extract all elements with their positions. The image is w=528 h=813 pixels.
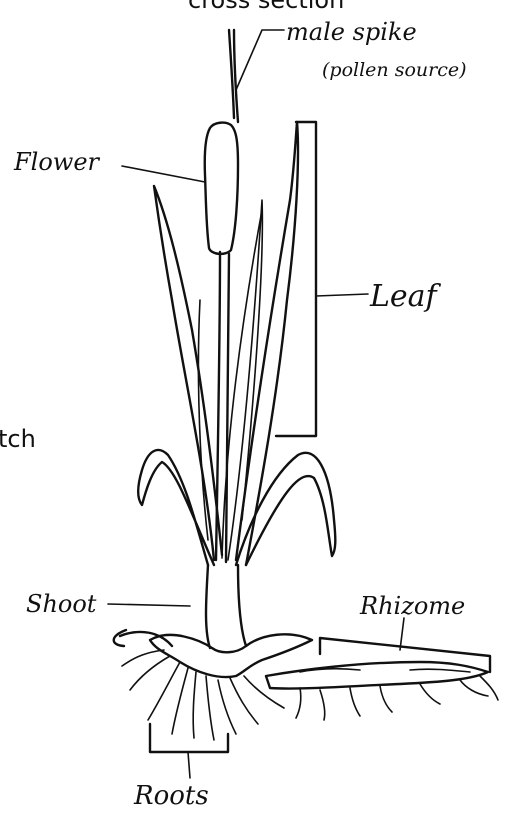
leaf-bracket	[276, 122, 316, 436]
side-fragment-text: tch	[0, 425, 36, 453]
rhizome-label: Rhizome	[359, 592, 465, 620]
male-spike-label: male spike	[286, 18, 417, 46]
male-spike-leader	[236, 30, 284, 90]
male-spike	[229, 30, 238, 122]
roots-label: Roots	[133, 781, 209, 811]
rhizome-detail	[300, 669, 470, 672]
leaf-label: Leaf	[369, 279, 442, 314]
roots-leader	[188, 752, 190, 778]
tall-leaf-right	[236, 122, 298, 565]
flower-label: Flower	[13, 148, 101, 176]
left-crown-flare	[114, 630, 172, 646]
root-crown	[150, 634, 312, 677]
flower-spike	[205, 123, 238, 254]
shoot-base	[206, 565, 246, 648]
flower-leader	[122, 166, 205, 182]
shoot-leader	[108, 604, 190, 606]
top-fragment-text: cross section	[188, 0, 344, 14]
drooping-leaf-right	[236, 453, 335, 565]
rhizome-leader	[400, 618, 404, 650]
roots-bracket	[150, 724, 228, 752]
pollen-source-label: (pollen source)	[322, 59, 467, 81]
shoot-label: Shoot	[26, 590, 97, 618]
rhizome	[266, 662, 488, 689]
leaf-leader	[316, 294, 368, 296]
